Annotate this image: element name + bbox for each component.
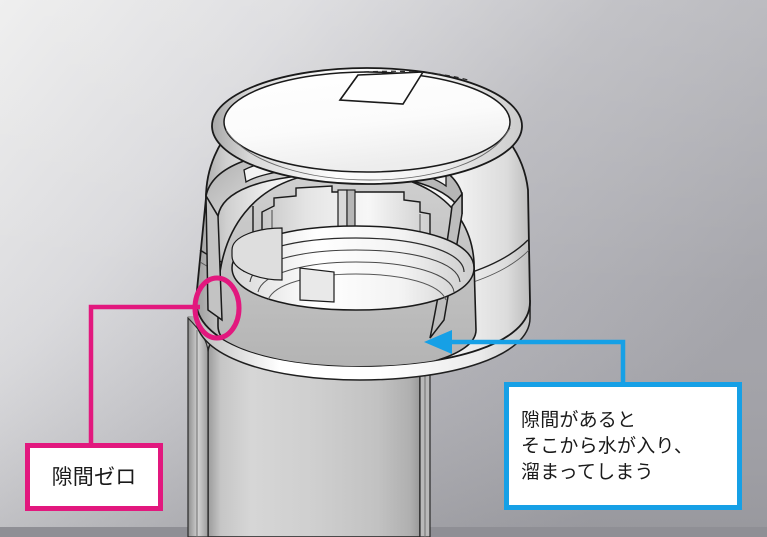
callout-blue-label: 隙間があると そこから水が入り、 溜まってしまう bbox=[521, 408, 694, 484]
thread-rings bbox=[231, 225, 475, 311]
callout-blue: 隙間があると そこから水が入り、 溜まってしまう bbox=[504, 382, 742, 510]
callout-pink-label: 隙間ゼロ bbox=[51, 464, 137, 489]
top-lid-disc bbox=[211, 67, 523, 185]
callout-pink: 隙間ゼロ bbox=[25, 443, 163, 511]
